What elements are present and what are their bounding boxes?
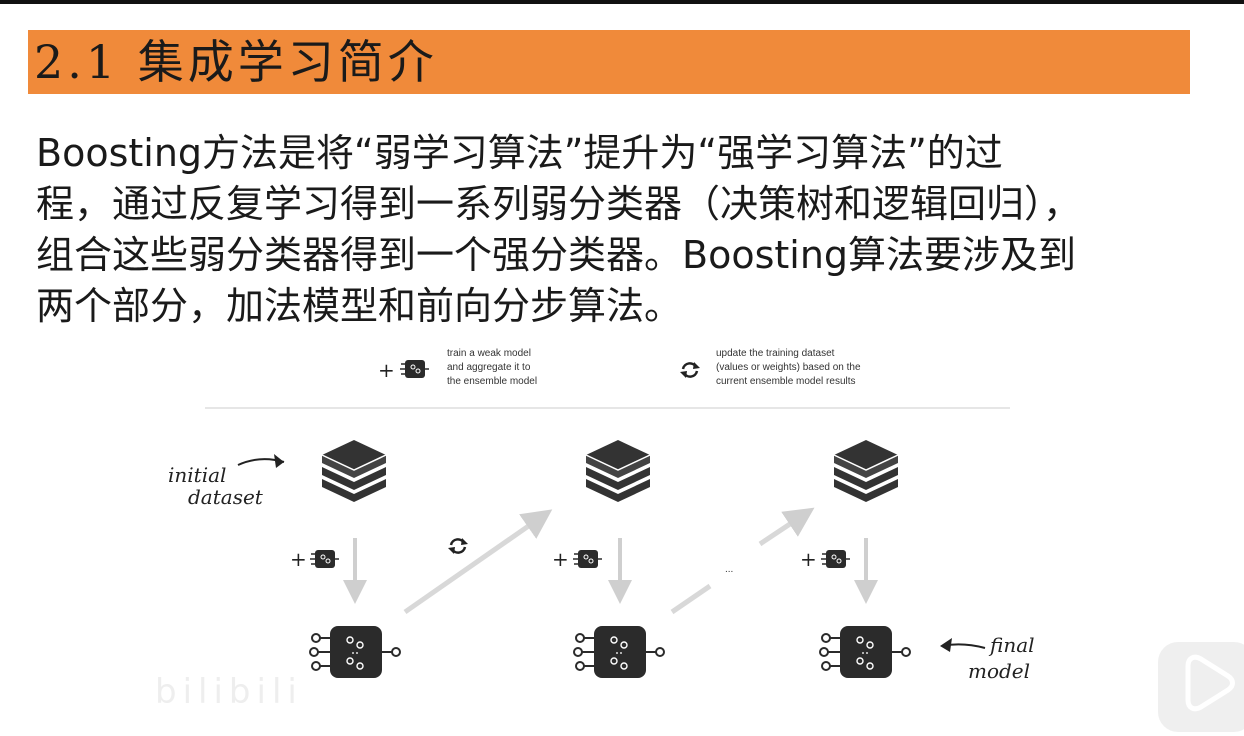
ensemble-model-icon bbox=[819, 625, 911, 679]
final-label: final bbox=[988, 633, 1035, 657]
plus-symbol: + bbox=[290, 547, 307, 571]
plus-symbol: + bbox=[800, 547, 817, 571]
final-arrowhead bbox=[940, 638, 952, 652]
update-arrow bbox=[403, 509, 553, 615]
top-bar bbox=[0, 0, 1244, 4]
ensemble-model-icon bbox=[573, 625, 665, 679]
weak-model-mini-icon bbox=[309, 549, 340, 569]
plus-symbol: + bbox=[378, 358, 395, 382]
initial-arrowhead bbox=[274, 454, 284, 468]
body-line: 程，通过反复学习得到一系列弱分类器（决策树和逻辑回归）， bbox=[36, 182, 1082, 226]
legend-update-line: current ensemble model results bbox=[716, 376, 856, 387]
body-paragraph: Boosting方法是将“弱学习算法”提升为“强学习算法”的过 程，通过反复学习… bbox=[36, 128, 1216, 332]
refresh-icon bbox=[446, 536, 470, 556]
model-label: model bbox=[968, 659, 1030, 683]
legend-update-line: update the training dataset bbox=[716, 348, 835, 359]
plus-symbol: + bbox=[552, 547, 569, 571]
body-line: 两个部分，加法模型和前向分步算法。 bbox=[36, 284, 683, 328]
initial-label: initial bbox=[168, 463, 226, 487]
body-line: 组合这些弱分类器得到一个强分类器。Boosting算法要涉及到 bbox=[36, 233, 1077, 277]
legend-train-line: train a weak model bbox=[447, 348, 531, 359]
dataset-label: dataset bbox=[188, 485, 264, 509]
legend-train: + train a weak model and aggregate it to… bbox=[378, 348, 537, 387]
weak-model-mini-icon bbox=[820, 549, 851, 569]
legend-update-line: (values or weights) based on the bbox=[716, 362, 861, 373]
boosting-diagram: + train a weak model and aggregate it to… bbox=[168, 348, 1035, 683]
dataset-stack-icon bbox=[321, 439, 387, 503]
weak-model-mini-icon bbox=[572, 549, 603, 569]
play-button[interactable] bbox=[1158, 642, 1244, 732]
ensemble-model-icon bbox=[309, 625, 401, 679]
dataset-stack-icon bbox=[585, 439, 651, 503]
watermark-logo: bilibili bbox=[155, 672, 303, 712]
refresh-icon bbox=[678, 360, 702, 380]
legend-update: update the training dataset (values or w… bbox=[678, 348, 861, 387]
title-band: 2.1 集成学习简介 bbox=[28, 30, 1190, 94]
body-line: Boosting方法是将“弱学习算法”提升为“强学习算法”的过 bbox=[36, 131, 1003, 175]
legend-train-line: and aggregate it to bbox=[447, 362, 531, 373]
weak-model-mini-icon bbox=[399, 359, 430, 379]
play-icon bbox=[1185, 654, 1235, 712]
page-title: 2.1 集成学习简介 bbox=[34, 35, 438, 89]
update-arrow-segment bbox=[670, 583, 712, 615]
ellipsis: ... bbox=[725, 564, 733, 575]
update-arrow-segment bbox=[758, 507, 815, 547]
legend-train-line: the ensemble model bbox=[447, 376, 537, 387]
dataset-stack-icon bbox=[833, 439, 899, 503]
